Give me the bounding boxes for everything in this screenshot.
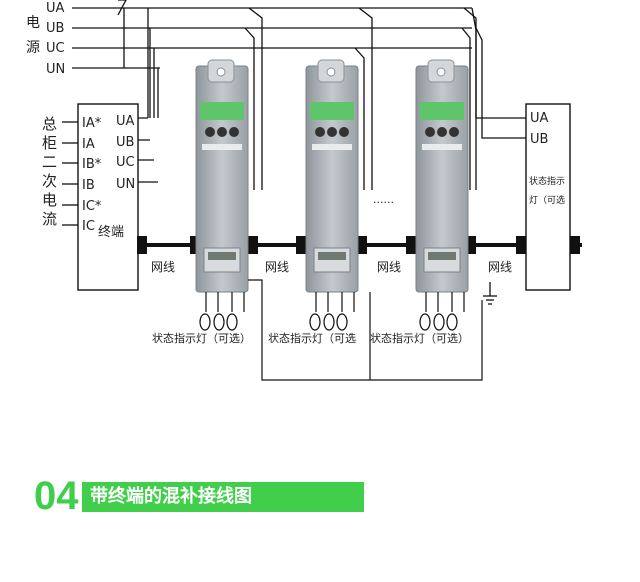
network-label: 网线	[151, 260, 175, 274]
current-input-label: IC	[82, 219, 95, 234]
section-number: 04	[34, 474, 79, 518]
indicator-label: 状态指示灯（可选	[268, 331, 356, 345]
far-device-indicator-label: 灯（可选	[529, 194, 565, 206]
secondary-current-title-char: 柜	[42, 134, 57, 152]
terminal-voltage-label: UA	[116, 114, 135, 129]
current-input-label: IC*	[82, 199, 102, 214]
terminal-voltage-label: UC	[116, 155, 135, 170]
section-footer: 04 带终端的混补接线图	[34, 474, 374, 518]
secondary-current-title-char: 次	[42, 172, 57, 190]
current-input-label: IB*	[82, 157, 102, 172]
far-device-voltage-label: UA	[530, 111, 549, 126]
module-1	[195, 59, 249, 293]
secondary-current-group: 总 柜 二 次 电 流	[42, 115, 78, 228]
module-3	[415, 59, 469, 293]
secondary-current-title-char: 电	[42, 191, 57, 209]
section-title: 带终端的混补接线图	[90, 486, 252, 507]
network-label: 网线	[377, 260, 401, 274]
current-input-label: IA	[82, 137, 95, 152]
network-label: 网线	[265, 260, 289, 274]
indicator-label: 状态指示灯（可选）	[152, 331, 251, 345]
terminal-box: IA* IA IB* IB IC* IC UA UB UC UN 终端	[77, 103, 139, 291]
source-line-label: UA	[46, 1, 65, 16]
far-device-voltage-label: UB	[530, 132, 548, 147]
bus-lines	[72, 0, 528, 190]
secondary-current-title-char: 总	[42, 115, 57, 133]
source-line-label: UB	[46, 21, 64, 36]
secondary-current-title-char: 二	[42, 153, 57, 171]
source-title-char: 源	[26, 40, 40, 56]
source-line-label: UN	[46, 62, 65, 77]
source-title-char: 电	[26, 15, 40, 31]
indicator-label: 状态指示灯（可选）	[370, 331, 469, 345]
secondary-current-title-char: 流	[42, 210, 57, 228]
network-label: 网线	[488, 260, 512, 274]
compensation-modules: ......	[195, 59, 469, 293]
terminal-voltage-label: UB	[116, 135, 134, 150]
source-line-label: UC	[46, 41, 65, 56]
source-group: 电 源 UA UB UC UN	[26, 1, 65, 77]
terminal-label: 终端	[98, 224, 124, 240]
current-input-label: IA*	[82, 116, 102, 131]
far-device-box: UA UB 状态指示 灯（可选	[525, 103, 571, 291]
indicator-lamps: 状态指示灯（可选） 状态指示灯（可选 状态指示灯（可选）	[152, 279, 483, 381]
current-input-label: IB	[82, 178, 95, 193]
terminal-voltage-label: UN	[116, 177, 135, 192]
more-modules-ellipsis: ......	[373, 193, 394, 206]
module-2	[305, 59, 359, 293]
far-device-indicator-label: 状态指示	[529, 175, 565, 187]
section-title-bar: 带终端的混补接线图	[82, 482, 364, 512]
